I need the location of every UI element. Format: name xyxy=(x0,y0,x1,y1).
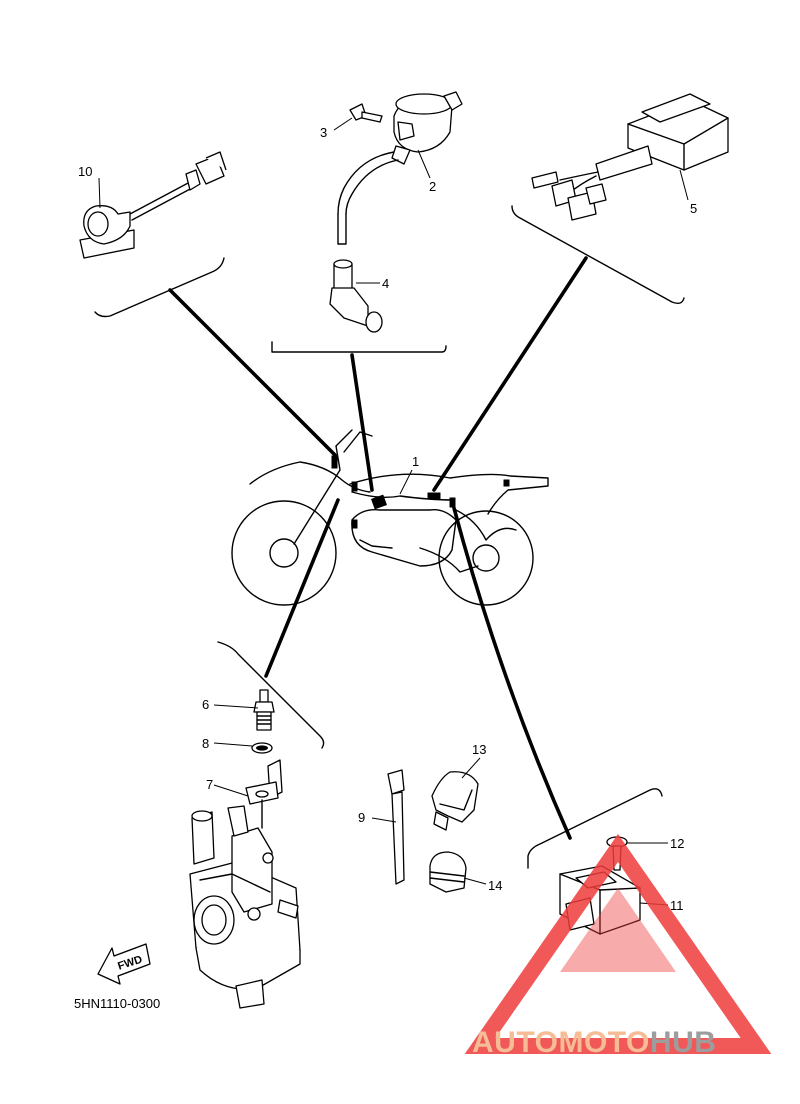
connector-5 xyxy=(432,256,588,492)
bracket-top-right xyxy=(511,205,685,305)
carburetor xyxy=(189,799,301,1009)
part-7-bracket xyxy=(245,759,283,805)
label-part-8: 8 xyxy=(202,736,209,751)
label-part-13: 13 xyxy=(472,742,486,757)
label-part-10: 10 xyxy=(78,164,92,179)
wire-harness xyxy=(351,491,455,501)
label-part-5: 5 xyxy=(690,201,697,216)
front-fork xyxy=(293,429,353,545)
connector-10 xyxy=(168,288,337,457)
label-part-4: 4 xyxy=(382,276,389,291)
part-3-bolt xyxy=(349,103,383,123)
bracket-bottom-left xyxy=(217,641,325,749)
part-4-plug-cap xyxy=(329,259,383,333)
part-8-washer xyxy=(251,742,273,754)
part-5-cdi-unit xyxy=(531,93,729,221)
watermark-logo: AUTOMOTOHUB xyxy=(464,834,772,1059)
tank-seat xyxy=(349,473,549,515)
diagram-code: 5HN1110-0300 xyxy=(74,996,160,1011)
motorcycle-outline xyxy=(231,429,549,606)
part-13-clamp xyxy=(431,771,479,831)
engine xyxy=(351,509,457,567)
warning-triangle-icon xyxy=(464,834,772,1054)
part-14-holder xyxy=(429,851,467,893)
part-9-cable-tie xyxy=(387,769,405,885)
part-6-spark-plug xyxy=(253,689,275,731)
label-part-2: 2 xyxy=(429,179,436,194)
label-part-7: 7 xyxy=(206,777,213,792)
callout-brackets xyxy=(94,205,685,869)
connector-2 xyxy=(350,353,374,492)
rear-swingarm xyxy=(455,509,517,541)
connector-11 xyxy=(452,506,572,840)
part-10-sensor xyxy=(79,151,227,259)
part-2-ignition-coil xyxy=(337,91,463,245)
bracket-top-left xyxy=(94,257,225,318)
part-labels: 1 2 3 4 5 6 7 8 9 10 11 12 13 14 xyxy=(78,125,697,913)
watermark-text-part2: HUB xyxy=(650,1026,717,1059)
fwd-arrow: FWD xyxy=(97,943,151,985)
label-part-14: 14 xyxy=(488,878,502,893)
label-part-9: 9 xyxy=(358,810,365,825)
connector-lines xyxy=(168,256,588,840)
label-part-12: 12 xyxy=(670,836,684,851)
label-part-6: 6 xyxy=(202,697,209,712)
rear-wheel xyxy=(438,510,534,606)
label-part-11: 11 xyxy=(670,898,684,913)
label-part-3: 3 xyxy=(320,125,327,140)
leader-lines xyxy=(98,117,689,906)
connector-6 xyxy=(264,498,340,678)
front-wheel xyxy=(231,500,337,606)
bracket-bottom-right xyxy=(527,788,663,869)
bracket-top-center xyxy=(271,341,447,353)
watermark-text-part1: AUTOMOTO xyxy=(472,1026,650,1059)
label-part-1: 1 xyxy=(412,454,419,469)
watermark-text: AUTOMOTOHUB xyxy=(472,1026,716,1059)
